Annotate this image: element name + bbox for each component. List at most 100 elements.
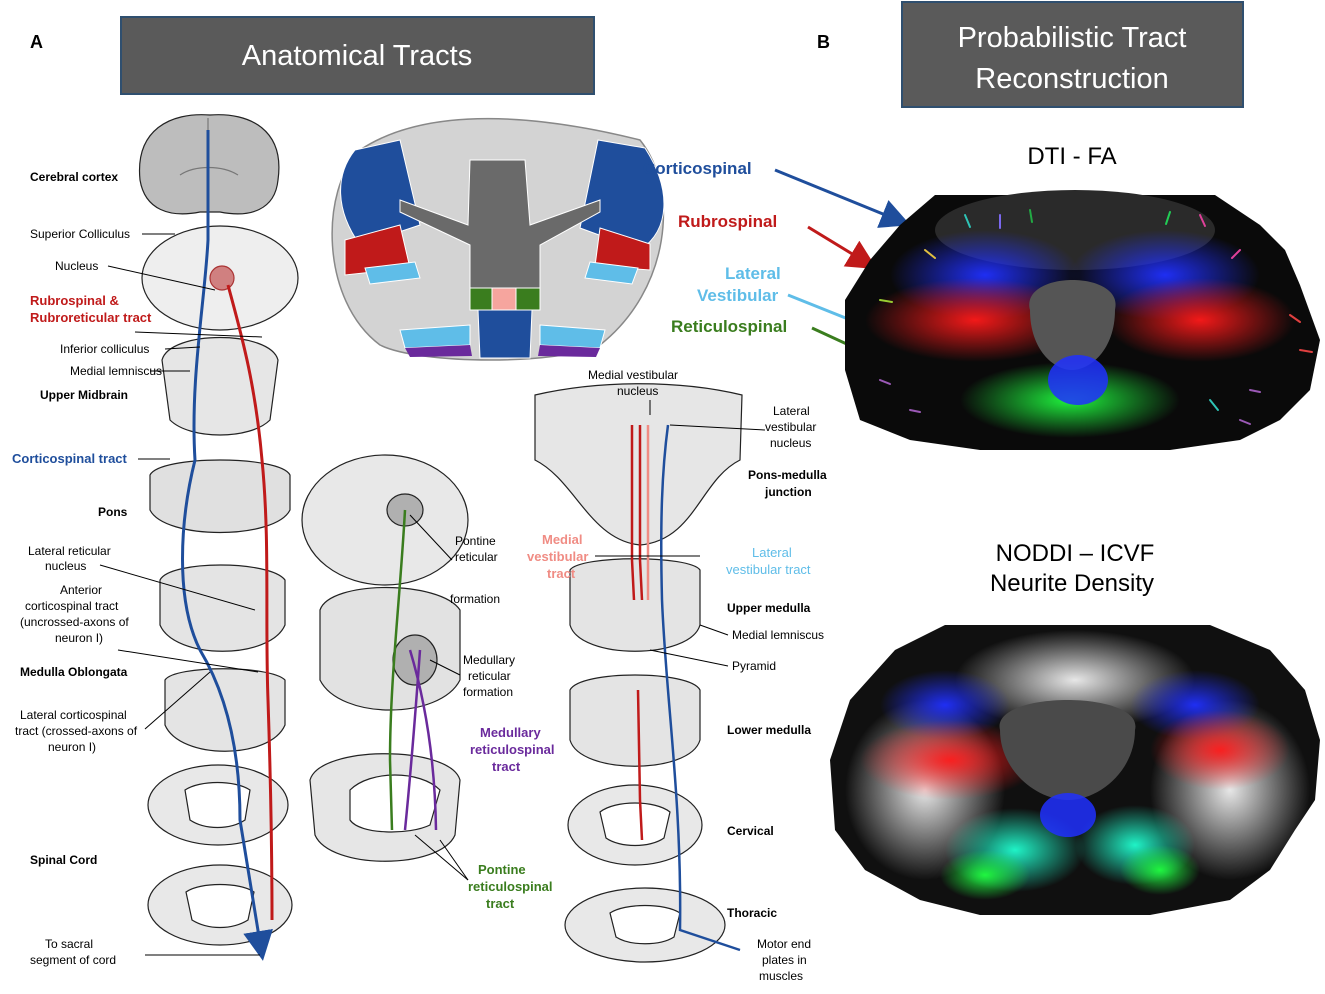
noddi-red-right xyxy=(1150,710,1290,790)
label-motor-line3: muscles xyxy=(759,969,803,983)
middle-tract-lines xyxy=(388,509,438,831)
label-pontine-rst-line3: tract xyxy=(486,896,515,911)
medullary-section xyxy=(319,586,461,711)
lateral-vestibular-tract-line xyxy=(660,424,741,952)
purple-band-left xyxy=(405,345,472,357)
label-sacral-line2: segment of cord xyxy=(30,953,116,967)
pontine-rst-line xyxy=(388,509,407,831)
panel-b-banner: Probabilistic Tract Reconstruction xyxy=(901,1,1244,108)
dti-fa-image xyxy=(845,190,1320,450)
vestibular-region-left xyxy=(364,261,421,285)
medullary-rst-line-1 xyxy=(408,649,438,831)
panel-b-title-line1: Probabilistic Tract xyxy=(958,22,1187,54)
label-lateral-cst-line1: Lateral corticospinal xyxy=(20,708,127,722)
noddi-green-right xyxy=(1120,845,1200,895)
label-medullary-rst-line2: reticulospinal xyxy=(470,742,555,757)
label-medial-vest-tract-line1: Medial xyxy=(542,532,582,547)
label-anterior-cst-line3: (uncrossed-axons of xyxy=(20,615,129,629)
label-pontine-reticular-line3: formation xyxy=(450,592,500,606)
label-anterior-cst-line1: Anterior xyxy=(60,583,102,597)
cord-cross-section xyxy=(331,117,665,361)
label-upper-medulla: Upper medulla xyxy=(727,601,811,615)
tract-legend: Corticospinal Rubrospinal Lateral Vestib… xyxy=(643,159,787,336)
label-lower-medulla: Lower medulla xyxy=(727,723,811,737)
label-medial-vestibular-nucleus-line1: Medial vestibular xyxy=(588,368,678,382)
label-lateral-vestibular-nucleus-line3: nucleus xyxy=(770,436,811,450)
label-medullary-reticular-line3: formation xyxy=(463,685,513,699)
label-pontine-rst-line2: reticulospinal xyxy=(468,879,553,894)
middle-labels: Pontine reticular formation Medullary re… xyxy=(450,534,555,911)
arrow-corticospinal xyxy=(774,168,911,228)
label-superior-colliculus: Superior Colliculus xyxy=(30,227,130,241)
label-pons-medulla-line1: Pons-medulla xyxy=(748,468,827,482)
right-leader-lines xyxy=(595,400,766,667)
corticospinal-tract-line xyxy=(181,130,273,961)
label-nucleus: Nucleus xyxy=(55,259,98,273)
label-motor-line2: plates in xyxy=(762,953,807,967)
rubrospinal-tract-line xyxy=(226,284,274,921)
noddi-green-left xyxy=(940,850,1030,900)
label-anterior-cst-line2: corticospinal tract xyxy=(25,599,119,613)
right-sections xyxy=(534,383,743,963)
label-pons-medulla-line2: junction xyxy=(764,485,812,499)
middle-leader-lines xyxy=(409,514,469,881)
right-labels: Medial vestibular nucleus Lateral vestib… xyxy=(527,368,827,983)
noddi-title-line2: Neurite Density xyxy=(990,570,1154,597)
dti-red-right xyxy=(1105,278,1295,362)
label-pontine-reticular-line2: reticular xyxy=(455,550,498,564)
label-lateral-reticular-line2: nucleus xyxy=(45,559,86,573)
medial-vestibular-tract-line-2 xyxy=(638,425,644,601)
pons-medulla-section xyxy=(534,383,743,546)
noddi-gray-matter xyxy=(999,700,1136,800)
label-medullary-rst-line1: Medullary xyxy=(480,725,541,740)
label-medulla-oblongata: Medulla Oblongata xyxy=(20,665,128,679)
label-lateral-vestibular-nucleus-line1: Lateral xyxy=(773,404,810,418)
anterior-corticospinal-region xyxy=(477,309,533,359)
label-pons: Pons xyxy=(98,505,128,519)
pons-section xyxy=(149,459,291,534)
noddi-title-line1: NODDI – ICVF xyxy=(996,540,1155,567)
pontine-section xyxy=(301,454,469,586)
lower-medulla-section xyxy=(569,674,701,767)
panel-a-title: Anatomical Tracts xyxy=(242,40,472,72)
red-descending-line xyxy=(636,689,644,841)
label-spinal-cord: Spinal Cord xyxy=(30,853,97,867)
legend-lateral-vestibular-line2: Vestibular xyxy=(697,286,779,305)
dti-title: DTI - FA xyxy=(1027,143,1116,170)
left-labels: Cerebral cortex Superior Colliculus Nucl… xyxy=(12,170,162,967)
label-cerebral-cortex: Cerebral cortex xyxy=(30,170,118,184)
left-tract-lines xyxy=(181,130,274,961)
label-medullary-rst-line3: tract xyxy=(492,759,521,774)
noddi-red-left xyxy=(860,720,1040,800)
label-lateral-vest-tract-line2: vestibular tract xyxy=(726,562,811,577)
label-rubrospinal-line1: Rubrospinal & xyxy=(30,293,119,308)
medial-vestibular-region xyxy=(491,287,517,311)
label-lateral-reticular-line1: Lateral reticular xyxy=(28,544,111,558)
midbrain-section-lower xyxy=(161,337,279,436)
label-medial-lemniscus-right: Medial lemniscus xyxy=(732,628,824,642)
vestibular-region-right xyxy=(584,261,639,285)
label-medial-vest-tract-line2: vestibular xyxy=(527,549,588,564)
label-thoracic: Thoracic xyxy=(727,906,777,920)
left-sections xyxy=(138,114,299,946)
legend-reticulospinal: Reticulospinal xyxy=(671,317,787,336)
panel-a-letter: A xyxy=(30,32,43,52)
label-medial-lemniscus-left: Medial lemniscus xyxy=(70,364,162,378)
label-lateral-cst-line3: neuron I) xyxy=(48,740,96,754)
medullary-rst-line-2 xyxy=(403,649,422,831)
upper-medulla-section xyxy=(569,558,701,652)
legend-lateral-vestibular-line1: Lateral xyxy=(725,264,781,283)
label-upper-midbrain: Upper Midbrain xyxy=(40,388,128,402)
label-lateral-vest-tract-line1: Lateral xyxy=(752,545,792,560)
noddi-blue-center xyxy=(1040,793,1096,837)
left-leader-lines xyxy=(99,233,263,956)
label-rubrospinal-line2: Rubroreticular tract xyxy=(30,310,152,325)
label-motor-line1: Motor end xyxy=(757,937,811,951)
legend-corticospinal: Corticospinal xyxy=(643,159,752,178)
label-sacral-line1: To sacral xyxy=(45,937,93,951)
legend-rubrospinal: Rubrospinal xyxy=(678,212,777,231)
rubrospinal-region-right xyxy=(594,227,651,271)
label-pyramid: Pyramid xyxy=(732,659,776,673)
label-cervical: Cervical xyxy=(727,824,774,838)
middle-sections xyxy=(301,454,469,862)
